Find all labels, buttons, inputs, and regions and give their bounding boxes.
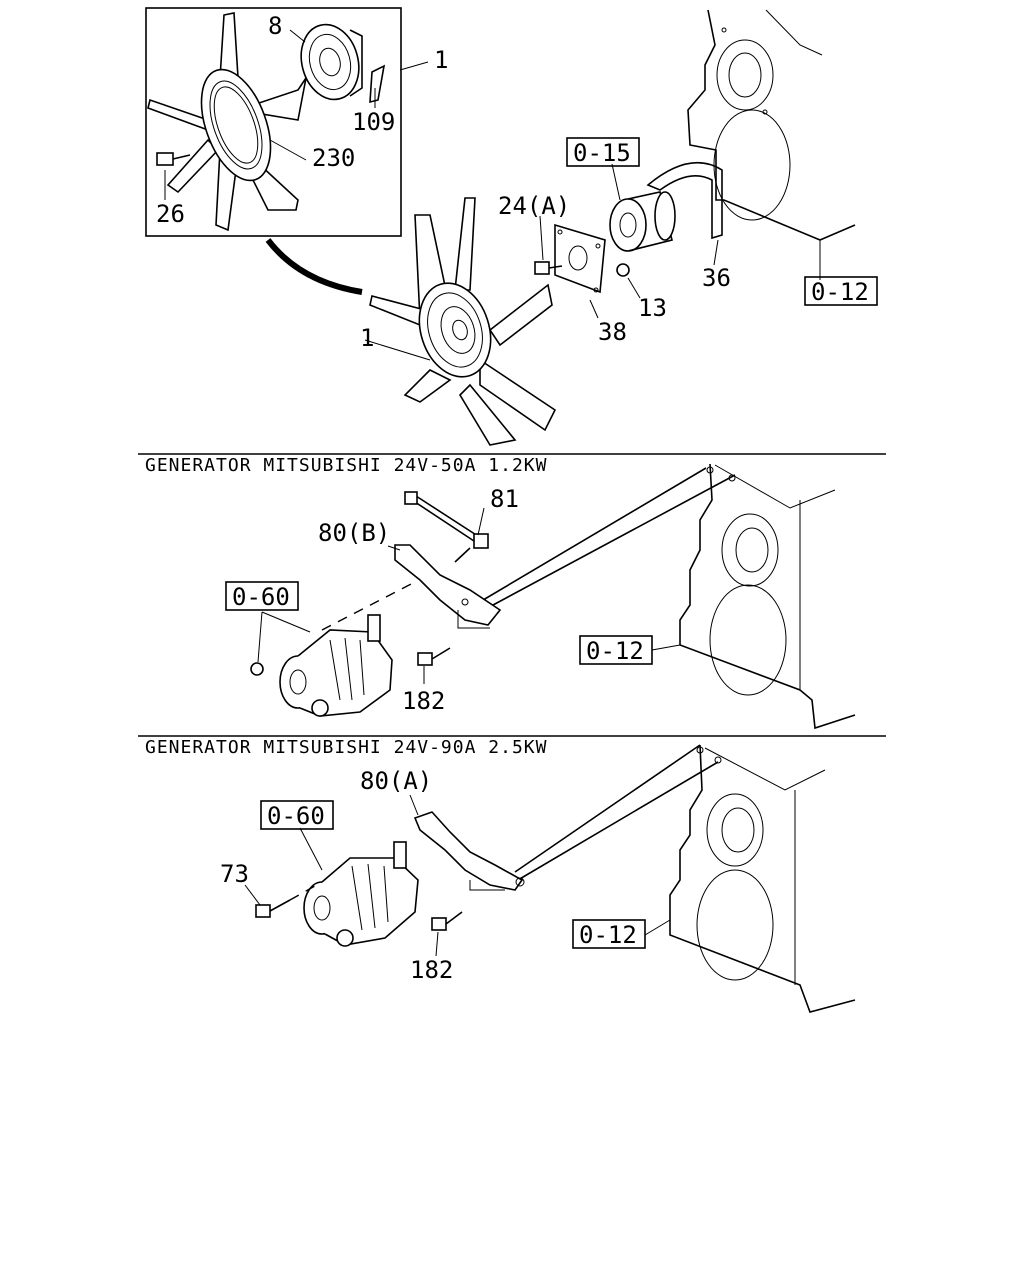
- engine-block-2: [679, 463, 856, 730]
- callout-24a: 24(A): [498, 192, 570, 220]
- inset-bolt-26: [156, 152, 191, 166]
- callout-38: 38: [598, 318, 627, 346]
- generator-90a: [303, 841, 419, 947]
- callout-26: 26: [156, 200, 185, 228]
- section-generator-50a: [250, 463, 856, 730]
- callout-13: 13: [638, 294, 667, 322]
- callout-1-inset: 1: [434, 46, 448, 74]
- timing-cover-36: [646, 162, 723, 240]
- caption-generator-50a: GENERATOR MITSUBISHI 24V-50A 1.2KW: [145, 455, 547, 476]
- callout-81: 81: [490, 485, 519, 513]
- inset-fan-clutch: [300, 23, 363, 101]
- ref-box-0-12-s3: [572, 919, 646, 949]
- ref-0-15: 0-15: [573, 139, 631, 167]
- section-fan: [145, 7, 856, 446]
- ref-box-0-60-s3: [260, 800, 334, 830]
- section-generator-90a: [244, 744, 856, 1013]
- generator-nut: [250, 662, 264, 676]
- callout-1: 1: [360, 324, 374, 352]
- ref-box-0-12-s2: [579, 635, 653, 665]
- fan-assembly: [369, 197, 557, 446]
- bolt-24a: [534, 261, 563, 275]
- callout-230: 230: [312, 144, 355, 172]
- callout-109: 109: [352, 108, 395, 136]
- ref-box-0-60-s2: [225, 581, 299, 611]
- inset-fan-blades: [147, 12, 307, 232]
- ref-0-12-s2: 0-12: [586, 637, 644, 665]
- nut-13: [616, 263, 630, 277]
- inset-arrow: [265, 238, 363, 295]
- callout-8: 8: [268, 12, 282, 40]
- callout-80b: 80(B): [318, 519, 390, 547]
- callout-182-b: 182: [410, 956, 453, 984]
- inset-frame: [145, 7, 402, 237]
- bolt-81: [404, 491, 489, 563]
- ref-0-12-s3: 0-12: [579, 921, 637, 949]
- ref-0-60-s3: 0-60: [267, 802, 325, 830]
- callout-80a: 80(A): [360, 767, 432, 795]
- crank-pulley: [609, 191, 676, 252]
- generator-50a: [279, 614, 393, 717]
- bracket-80a: [413, 811, 525, 891]
- fan-bracket-38: [554, 223, 606, 294]
- ref-0-12-s1: 0-12: [811, 278, 869, 306]
- inset-stud-109: [369, 64, 386, 104]
- bolt-182-b: [431, 911, 463, 931]
- adjust-rod: [477, 467, 736, 613]
- caption-generator-90a: GENERATOR MITSUBISHI 24V-90A 2.5KW: [145, 737, 547, 758]
- bolt-73: [255, 899, 291, 918]
- ref-0-60-s2: 0-60: [232, 583, 290, 611]
- bracket-80b: [394, 544, 502, 629]
- engine-block-1: [687, 9, 856, 280]
- callout-182-a: 182: [402, 687, 445, 715]
- adjust-rod-2: [514, 744, 719, 881]
- ref-box-0-12-s1: [804, 276, 878, 306]
- callout-73: 73: [220, 860, 249, 888]
- callout-36: 36: [702, 264, 731, 292]
- bolt-182-a: [417, 647, 451, 666]
- engine-block-3: [669, 744, 856, 1013]
- ref-box-0-15: [566, 137, 640, 167]
